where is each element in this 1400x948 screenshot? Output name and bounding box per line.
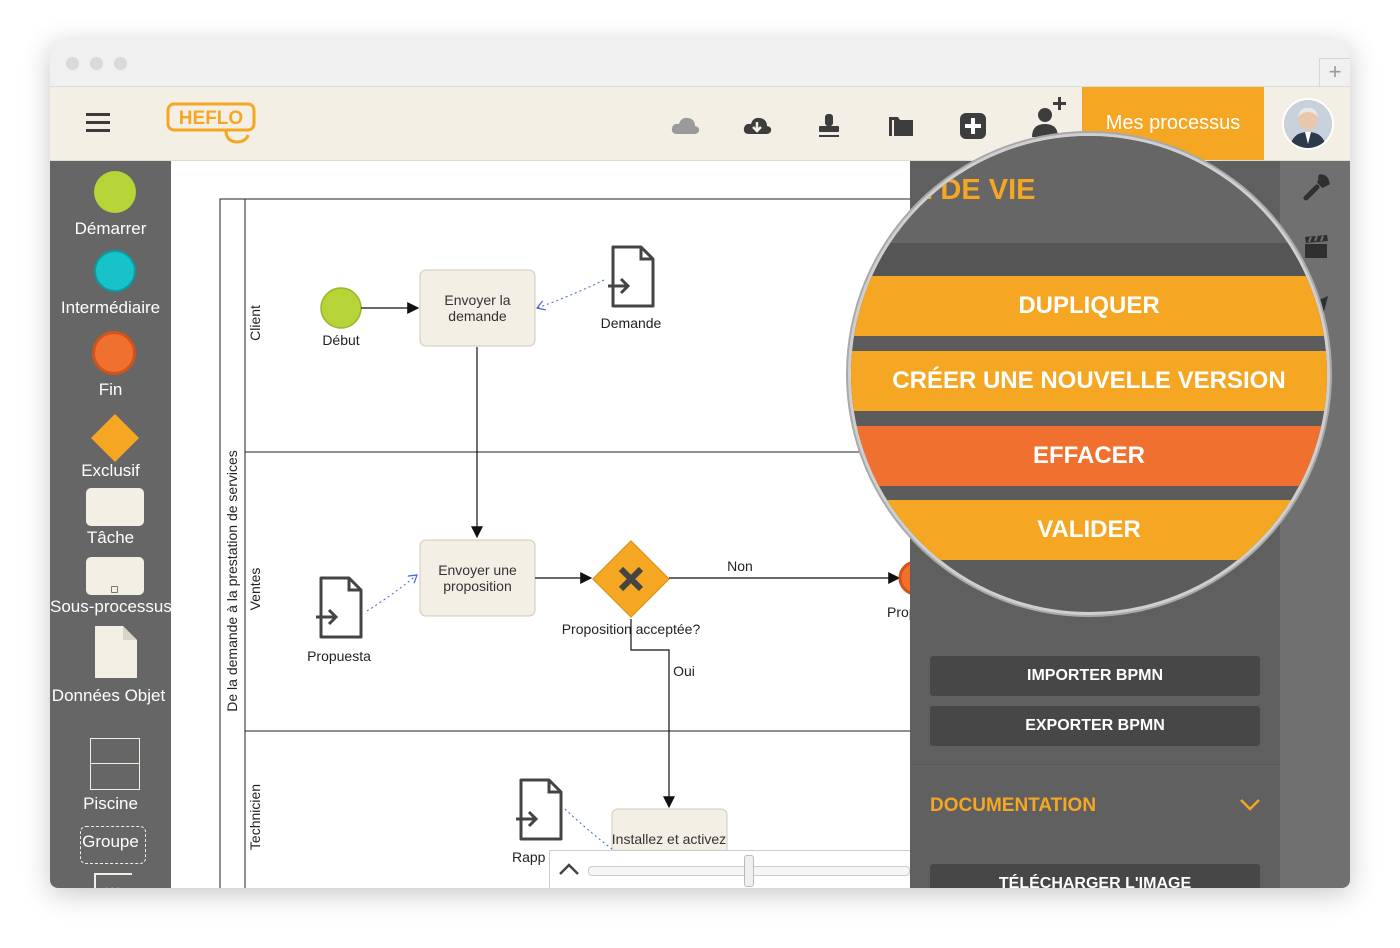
lifecycle-section-header: E DE VIE (851, 136, 1327, 243)
duplicate-button[interactable]: DUPLIQUER (851, 276, 1327, 336)
palette-label-pool: Piscine (83, 794, 138, 813)
palette-label-end: Fin (98, 380, 123, 399)
cloud-icon[interactable] (670, 111, 700, 141)
palette-label-start: Démarrer (74, 219, 147, 238)
import-bpmn-button[interactable]: IMPORTER BPMN (930, 656, 1260, 696)
annotation-shape[interactable]: ••• (94, 873, 132, 888)
palette-label-subprocess: Sous-processus (50, 597, 171, 616)
intermediate-event-shape[interactable] (94, 250, 136, 292)
data-object-shape[interactable] (93, 624, 139, 680)
zoom-panel (549, 850, 910, 888)
new-tab-button[interactable]: + (1319, 58, 1350, 87)
palette-label-group: Groupe (82, 832, 139, 851)
flow-label-yes: Oui (673, 663, 695, 679)
shape-palette: Démarrer Intermédiaire Fin Exclusif Tâch… (50, 161, 171, 888)
subprocess-shape[interactable] (86, 557, 144, 595)
end-event-partial[interactable] (898, 561, 910, 595)
data-object-request-label: Demande (601, 315, 662, 331)
heflo-logo[interactable]: HEFLO (166, 101, 258, 147)
documentation-title: DOCUMENTATION (930, 795, 1097, 816)
lifecycle-title-partial: E DE VIE (913, 174, 1036, 206)
maximize-window-dot[interactable] (114, 57, 127, 70)
lane-label-sales: Ventes (247, 568, 263, 611)
task-send-request-label: Envoyer la demande (444, 292, 511, 324)
folder-icon[interactable] (886, 111, 916, 141)
end-event-partial-label: Proposi (887, 604, 910, 620)
data-object-request-icon[interactable] (608, 245, 655, 308)
export-bpmn-button[interactable]: EXPORTER BPMN (930, 706, 1260, 746)
data-object-proposal-icon[interactable] (316, 576, 363, 639)
group-shape[interactable] (80, 826, 146, 864)
create-new-version-button[interactable]: CRÉER UNE NOUVELLE VERSION (851, 351, 1327, 411)
magnifier-lens: E DE VIE DUPLIQUER CRÉER UNE NOUVELLE VE… (848, 133, 1330, 615)
delete-button[interactable]: EFFACER (851, 426, 1327, 486)
palette-label-intermediate: Intermédiaire (60, 298, 161, 317)
task-install-label: Installez et activez (612, 831, 726, 847)
logo-text: HEFLO (179, 108, 243, 129)
diagram-canvas[interactable]: De la demande à la prestation de service… (171, 161, 910, 888)
chevron-down-icon (1241, 554, 1261, 566)
task-shape[interactable] (86, 488, 144, 526)
task-send-proposal-label: Envoyer une proposition (438, 562, 517, 594)
bpmn-diagram: De la demande à la prestation de service… (219, 198, 910, 888)
cloud-download-icon[interactable] (742, 111, 772, 141)
data-object-proposal-label: Propuesta (307, 648, 371, 664)
pool-label: De la demande à la prestation de service… (224, 450, 240, 711)
lane-label-client: Client (247, 305, 263, 341)
chevron-down-icon (1240, 799, 1260, 811)
minimize-window-dot[interactable] (90, 57, 103, 70)
flow-label-no: Non (727, 558, 753, 574)
palette-label-exclusive: Exclusif (81, 461, 140, 480)
task-send-request[interactable] (419, 269, 536, 347)
zoom-slider-handle[interactable] (744, 855, 754, 887)
add-user-icon[interactable] (1028, 95, 1068, 139)
palette-label-data-object: Données Objet (51, 686, 166, 705)
window-titlebar: + (50, 40, 1350, 87)
data-object-report-label: Rapp (512, 849, 546, 865)
documentation-section-header[interactable]: DOCUMENTATION (910, 767, 1280, 837)
end-event-shape[interactable] (92, 331, 136, 375)
start-event[interactable] (320, 287, 362, 329)
start-event-label: Début (322, 332, 359, 348)
validate-button[interactable]: VALIDER (851, 500, 1327, 560)
exclusive-gateway[interactable] (592, 540, 670, 618)
stamp-icon[interactable] (814, 111, 844, 141)
close-window-dot[interactable] (66, 57, 79, 70)
start-event-shape[interactable] (94, 171, 136, 213)
download-image-button[interactable]: TÉLÉCHARGER L'IMAGE (930, 864, 1260, 888)
lane-label-technician: Technicien (247, 784, 263, 850)
exclusive-gateway-shape[interactable] (90, 413, 140, 463)
data-object-report-icon[interactable] (516, 778, 563, 841)
hamburger-menu-icon[interactable] (86, 113, 110, 133)
palette-label-task: Tâche (86, 528, 135, 547)
plus-square-icon[interactable] (958, 111, 988, 141)
pool-shape[interactable] (90, 738, 140, 790)
chevron-up-icon[interactable] (558, 861, 580, 877)
